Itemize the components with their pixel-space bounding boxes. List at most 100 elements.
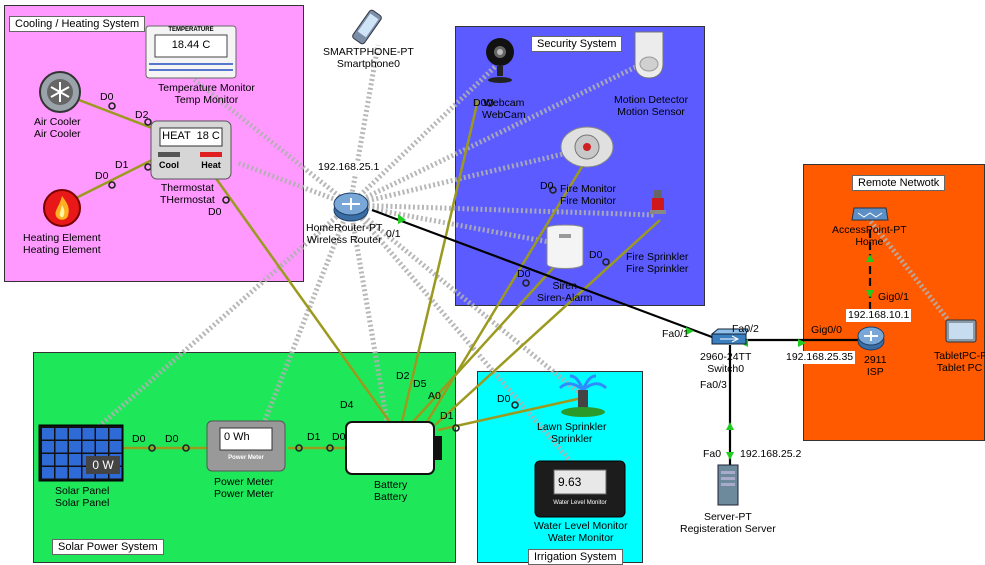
zone-title: Remote Netwotk (852, 175, 946, 191)
port-label: D2 (396, 370, 410, 382)
port-label: D1 (115, 159, 129, 171)
water-monitor-panel-label: Water Level Monitor (553, 500, 607, 506)
temperature-monitor[interactable]: TEMPERATURE 18.44 C (145, 25, 237, 79)
port-label: Fa0/3 (700, 379, 727, 391)
temperature-reading: 18.44 C (171, 39, 211, 51)
port-label: D0 (589, 249, 603, 261)
siren[interactable] (544, 222, 586, 272)
server[interactable] (716, 463, 740, 507)
router-icon (333, 192, 369, 222)
motion-sensor-icon (634, 31, 664, 79)
zone-title: Security System (531, 36, 623, 52)
lawn-sprinkler[interactable] (556, 372, 610, 418)
port-label: A0 (428, 390, 441, 402)
link-up-light (726, 452, 734, 460)
thermostat[interactable]: HEAT 18 C Cool Heat (150, 120, 232, 180)
power-meter-icon (206, 420, 286, 472)
heat-label: Heat (201, 160, 221, 170)
port-label: D0 (540, 180, 554, 192)
port-label: D4 (340, 399, 354, 411)
port-label: Fa0/2 (732, 323, 759, 335)
access-point-icon (851, 207, 889, 221)
fire-sprinkler[interactable] (648, 190, 668, 222)
server-ip: 192.168.25.2 (738, 448, 804, 461)
port-label: Gig0/1 (878, 291, 909, 303)
link-up-light (726, 422, 734, 430)
port-label: D2 (135, 109, 149, 121)
port-label: Gig0/0 (811, 324, 842, 336)
port-label: D0 (100, 91, 114, 103)
power-meter-panel-label: Power Meter (228, 455, 264, 461)
isp-gig00-ip: 192.168.25.35 (784, 351, 856, 364)
port-label: D5 (413, 378, 427, 390)
port-label: Fa0/1 (662, 328, 689, 340)
access-point[interactable] (850, 204, 890, 224)
siren-icon (546, 224, 584, 269)
lawn-sprinkler-icon (558, 374, 608, 417)
home-router[interactable] (332, 186, 370, 224)
port-label: D0 (332, 431, 346, 443)
thermostat-display: HEAT 18 C (162, 130, 220, 142)
home-router-ip: 192.168.25.1 (316, 161, 382, 174)
flame-icon (43, 189, 81, 227)
smoke-detector-icon (560, 126, 614, 168)
tablet-icon (945, 319, 977, 343)
router-icon (857, 326, 885, 351)
isp-router[interactable] (856, 322, 886, 352)
port-label: D0 (497, 393, 511, 405)
port-label: D0 (517, 268, 531, 280)
solar-panel[interactable]: 0 W (38, 424, 124, 482)
zone-title: Cooling / Heating System (9, 16, 146, 32)
power-meter[interactable]: 0 Wh Power Meter (206, 420, 286, 472)
port-label: D0 (208, 206, 222, 218)
port-label: Fa0 (703, 448, 722, 460)
battery[interactable] (344, 420, 444, 476)
port-label: D0 (165, 433, 179, 445)
water-monitor-icon (534, 460, 626, 518)
air-cooler[interactable] (38, 70, 82, 114)
zone-title: Solar Power System (52, 539, 164, 555)
port-label: D0 (95, 170, 109, 182)
tablet-pc[interactable] (944, 318, 978, 346)
webcam[interactable] (482, 36, 518, 84)
water-level-monitor[interactable]: 9.63 Water Level Monitor (534, 460, 626, 518)
isp-gig01-ip: 192.168.10.1 (846, 309, 912, 322)
port-label: D0 (473, 97, 487, 109)
solar-reading: 0 W (86, 456, 120, 474)
snowflake-icon (39, 71, 81, 113)
smartphone[interactable] (352, 8, 382, 46)
heating-element[interactable] (42, 188, 82, 228)
cool-label: Cool (159, 160, 179, 170)
port-label: D1 (440, 410, 454, 422)
battery-icon (345, 421, 442, 475)
water-level-reading: 9.63 (558, 475, 582, 489)
motion-detector[interactable] (632, 30, 666, 80)
temperature-panel-header: TEMPERATURE (168, 27, 214, 33)
fire-sprinkler-icon (650, 190, 666, 214)
port-label: 0/1 (386, 228, 401, 240)
temperature-monitor-icon (145, 25, 237, 79)
thermostat-icon (150, 120, 232, 180)
fire-monitor[interactable] (560, 125, 614, 169)
